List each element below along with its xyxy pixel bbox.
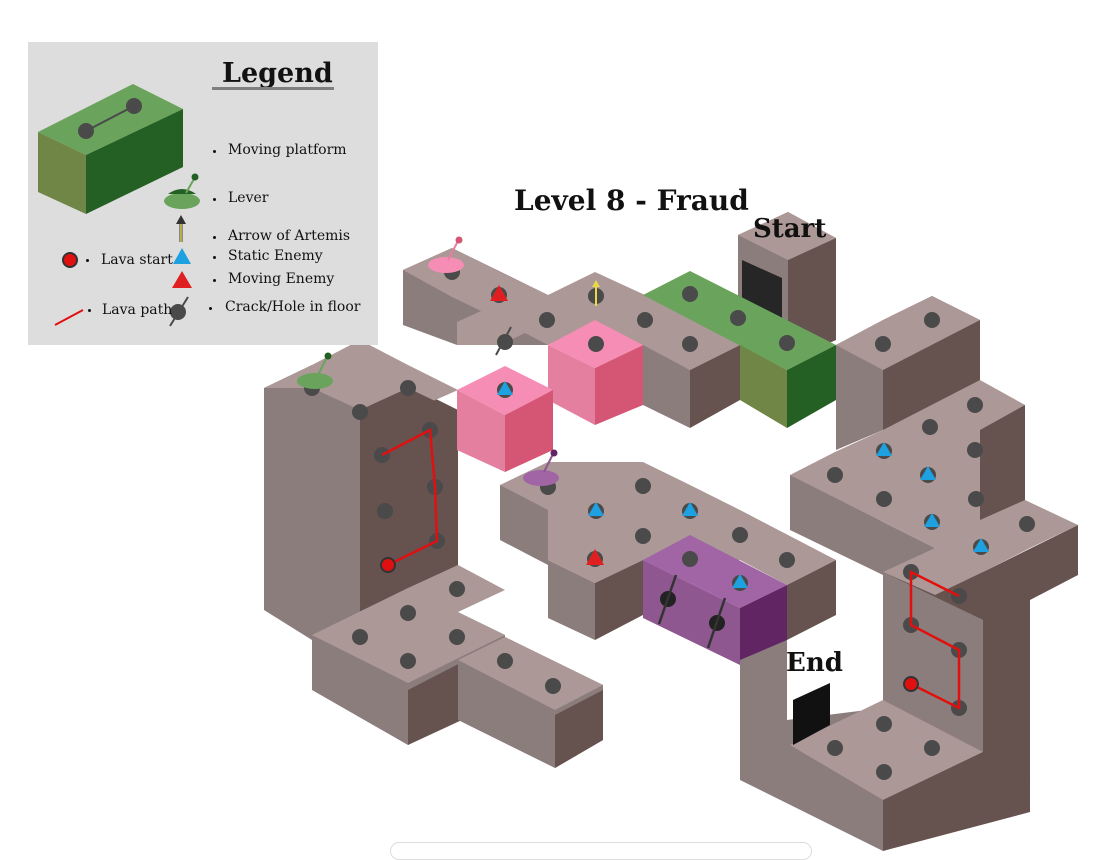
bullet — [86, 259, 89, 262]
bullet — [209, 307, 212, 310]
legend-static-enemy: Static Enemy — [228, 248, 323, 264]
lava-path-icon — [55, 310, 83, 325]
legend-arrow: Arrow of Artemis — [228, 228, 350, 244]
lever-icon — [164, 174, 200, 210]
bottom-scroll-bar[interactable] — [390, 842, 812, 860]
crack-icon — [170, 297, 188, 326]
legend-moving-enemy: Moving Enemy — [228, 271, 334, 287]
bullet — [213, 150, 216, 153]
level-title: Level 8 - Fraud — [514, 184, 749, 217]
bullet — [88, 309, 91, 312]
end-label: End — [786, 648, 843, 678]
legend-lava-start: Lava start — [101, 252, 173, 268]
static-enemy-icon — [173, 248, 191, 264]
moving-enemy-icon — [172, 271, 192, 288]
bullet — [213, 198, 216, 201]
bullet — [213, 256, 216, 259]
start-label: Start — [753, 214, 826, 244]
arrow-icon — [176, 215, 186, 242]
legend-lever: Lever — [228, 190, 268, 206]
bullet — [213, 279, 216, 282]
legend-panel: Legend — [28, 42, 378, 345]
legend-moving-platform: Moving platform — [228, 142, 347, 158]
moving-platform-icon — [38, 84, 183, 214]
bullet — [213, 236, 216, 239]
lava-start-right — [904, 677, 918, 691]
lava-start-left — [381, 558, 395, 572]
legend-lava-path: Lava path — [102, 302, 172, 318]
lava-start-icon — [63, 253, 77, 267]
legend-crack: Crack/Hole in floor — [225, 299, 360, 315]
